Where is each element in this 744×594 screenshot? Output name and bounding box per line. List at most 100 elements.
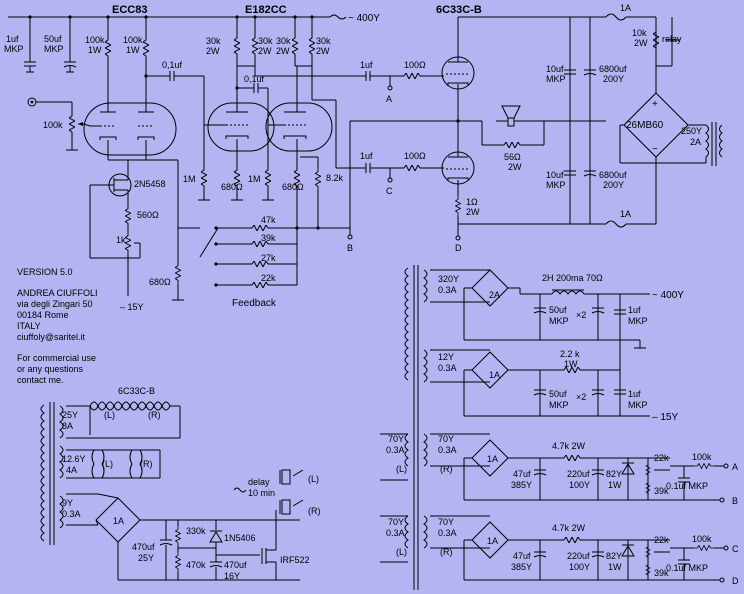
r-560-label: 560Ω — [137, 210, 159, 220]
bias2-wR: (R) — [440, 547, 453, 557]
bias1-zener: 82Y — [606, 469, 622, 479]
node-d: D — [455, 243, 462, 253]
bias2-zener: 82Y — [606, 551, 622, 561]
r-680-b: 680Ω — [282, 182, 304, 192]
cap-10uf-a-type: MKP — [546, 74, 566, 84]
bias2-w-a: 0.3A — [438, 528, 457, 538]
bias2-pw: 70Y — [388, 517, 404, 527]
heater-w3-a: 0.3A — [62, 509, 81, 519]
input-neg-supply: – 15Y — [120, 302, 144, 312]
cap-50uf-type: MKP — [44, 44, 64, 54]
cap-01uf-a: 0,1uf — [162, 60, 183, 70]
cap-out-a: 1uf — [360, 60, 373, 70]
r-100-c: 100Ω — [404, 151, 426, 161]
bias1-br: 1A — [487, 454, 498, 464]
bridge-minus: − — [652, 144, 658, 155]
bias2-node-d: D — [732, 576, 739, 586]
cap-10uf-b-type: MKP — [546, 180, 566, 190]
bias2-pL: (L) — [396, 547, 407, 557]
tube-e182cc-label: E182CC — [245, 4, 287, 16]
relay-out-R: (R) — [308, 506, 321, 516]
r-10k-w: 2W — [634, 38, 648, 48]
hv-bridge-1: 2A — [489, 290, 500, 300]
bias1-r39k: 39k — [654, 486, 669, 496]
fuse-1a-bot: 1A — [620, 209, 631, 219]
r-30k-4-w: 2W — [316, 46, 330, 56]
r-30k-3-w: 2W — [276, 46, 290, 56]
bridge-plus: + — [652, 99, 658, 110]
bias1-node-a: A — [732, 462, 738, 472]
heater-L2: (L) — [102, 459, 113, 469]
r-100k-a: 100k — [85, 35, 105, 45]
neg-bridge: 1A — [489, 370, 500, 380]
r-56-w: 2W — [508, 162, 522, 172]
fuse-1a-top: 1A — [620, 3, 631, 13]
hv-w1: 320Y — [438, 274, 459, 284]
fb-node-b: B — [347, 243, 353, 253]
fb-r-27k: 27k — [261, 253, 276, 263]
hv-w1-a: 0.3A — [438, 285, 457, 295]
bias2-pw-a: 0.3A — [386, 528, 405, 538]
cap-1uf-type: MKP — [4, 44, 24, 54]
heater-fet: IRF522 — [280, 555, 310, 565]
r-100k-a-w: 1W — [88, 45, 102, 55]
heater-bridge: 1A — [113, 516, 124, 526]
fb-r-22k: 22k — [261, 273, 276, 283]
heater-w2-a: 4A — [66, 465, 77, 475]
heater-r470: 470k — [186, 560, 206, 570]
cap-50uf-label: 50uf — [44, 34, 62, 44]
version-label: VERSION 5.0 — [17, 267, 73, 277]
r-30k-2-w: 2W — [258, 46, 272, 56]
hv-choke: 2H 200ma 70Ω — [542, 273, 603, 283]
neg-c50: 50uf — [549, 389, 567, 399]
bias1-c01: 0.1uf MKP — [666, 481, 708, 491]
heater-R: (R) — [148, 410, 161, 420]
cap-6800-a: 6800uf — [599, 64, 627, 74]
bias2-c220-v: 100Y — [569, 562, 590, 572]
bias2-p22k: 22k — [654, 535, 669, 545]
r-100-a: 100Ω — [404, 60, 426, 70]
heater-c470-v: 25Y — [138, 553, 154, 563]
author-email: ciuffoly@saritel.it — [17, 332, 85, 342]
pot-1k-label: 1k — [116, 235, 126, 245]
hv-c1: 1uf — [628, 305, 641, 315]
fb-r-39k: 39k — [261, 233, 276, 243]
heater-transformer — [40, 402, 64, 545]
hv-x2: ×2 — [576, 310, 586, 320]
tube-6c33c-label: 6C33C-B — [436, 4, 482, 16]
jfet-label: 2N5458 — [134, 179, 166, 189]
r-10k: 10k — [632, 28, 647, 38]
r-30k-2: 30k — [258, 36, 273, 46]
heater-r330: 330k — [186, 526, 206, 536]
heater-w2: 12.6Y — [62, 454, 86, 464]
tube-ecc83-label: ECC83 — [112, 4, 147, 16]
note-line-3: contact me. — [17, 375, 64, 385]
heater-title: 6C33C-B — [118, 386, 155, 396]
r-30k-1-w: 2W — [206, 46, 220, 56]
bias2-r47k: 4.7k 2W — [552, 523, 586, 533]
neg-c1: 1uf — [628, 389, 641, 399]
bias1-pw: 70Y — [388, 434, 404, 444]
bias1-r100k: 100k — [692, 452, 712, 462]
r-56: 56Ω — [504, 152, 521, 162]
neg-c1-type: MKP — [628, 400, 648, 410]
heater-c470b-v: 16Y — [224, 571, 240, 581]
bias1-c220-v: 100Y — [569, 480, 590, 490]
author-street: via degli Zingari 50 — [17, 299, 93, 309]
hv-out-400: ~ 400Y — [652, 290, 684, 301]
heater-w1: 25Y — [62, 410, 78, 420]
r-1m-b: 1M — [248, 174, 261, 184]
cap-1uf-label: 1uf — [6, 34, 19, 44]
r-1m-a: 1M — [183, 174, 196, 184]
neg-c50-type: MKP — [549, 400, 569, 410]
cap-01uf-b: 0,1uf — [244, 74, 265, 84]
bias1-r47k: 4.7k 2W — [552, 441, 586, 451]
speaker-icon — [501, 105, 521, 127]
xfmr-250v: 250Y — [681, 126, 702, 136]
r-30k-3: 30k — [276, 36, 291, 46]
cap-6800-b-v: 200Y — [603, 180, 624, 190]
delay-time: 10 min — [248, 488, 275, 498]
r-1ohm-w: 2W — [466, 207, 480, 217]
author-country: ITALY — [17, 321, 41, 331]
